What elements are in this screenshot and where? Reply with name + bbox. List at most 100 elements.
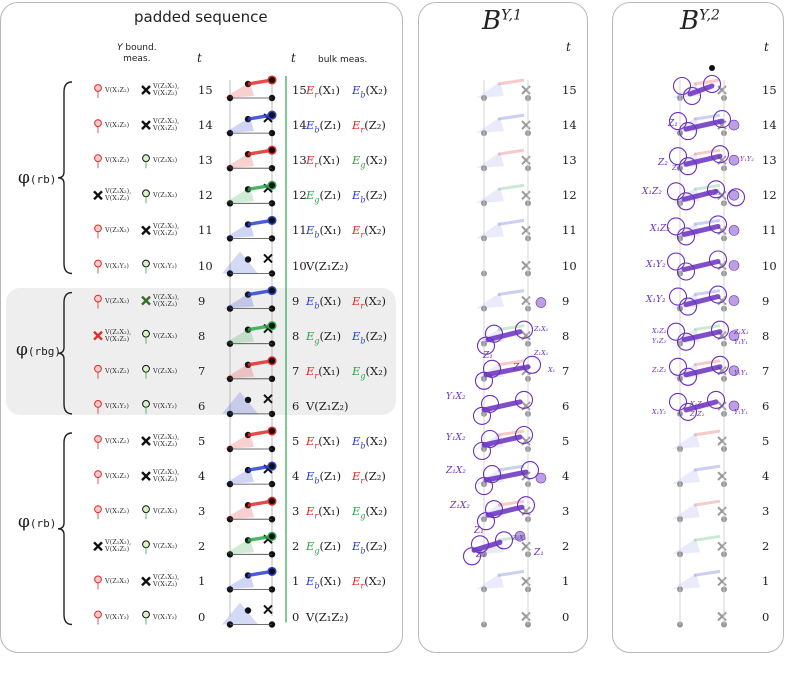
- b2-faded-plaq-5: [672, 433, 700, 449]
- b1-faded-bar-11: [497, 218, 525, 226]
- t-header-right: t: [291, 51, 296, 65]
- b1-faded-plaq-11: [476, 222, 504, 239]
- b1-purple-label-7: Z₁X₂: [446, 466, 466, 477]
- b2-purple-circle-a-7: [676, 332, 696, 351]
- b1-faded-bar-13: [497, 148, 525, 156]
- brace-rbg: [57, 291, 73, 415]
- b2-time-label-5: 5: [762, 434, 770, 448]
- meas-label-left-6: V(X₁Y₂): [105, 401, 129, 410]
- b2-purple-label-9: Y₁Y₂: [740, 155, 754, 164]
- b2-purple-dot-5: [728, 260, 740, 271]
- plaquette-15: [224, 82, 254, 98]
- meas-dot-right-2: [142, 540, 150, 549]
- b1-purple-circle-b-5: [516, 496, 536, 515]
- b1-faded-bar-3: [497, 499, 525, 507]
- b1-purple-label-2: Zᵣ: [513, 362, 523, 373]
- b1-cross-13: [521, 155, 531, 165]
- b1-time-label-6: 6: [562, 398, 570, 413]
- time-label-left-7: 7: [198, 363, 206, 378]
- b1-purple-bar-5: [485, 504, 525, 518]
- v-plaquette-0: [222, 602, 258, 625]
- b2-purple-circle-b-2: [710, 145, 730, 164]
- b2-purple-bar-8: [683, 364, 723, 378]
- meas-dot-left-1: [94, 575, 102, 584]
- b1-time-label-7: 7: [562, 363, 570, 378]
- plaquette-3: [224, 503, 254, 520]
- bulk-meas-2-13: Eg(X₂): [352, 153, 388, 170]
- b2-time-label-4: 4: [762, 469, 770, 484]
- time-label-left-0: 0: [198, 609, 206, 624]
- bulk-meas-1-4: Eb(Z₁): [306, 469, 342, 486]
- bulk-dot-15: [267, 75, 277, 85]
- b1-faded-bar-14: [497, 113, 525, 121]
- b2-purple-dot-6: [728, 295, 740, 306]
- b2-faded-bar-2: [693, 534, 721, 542]
- meas-label-right-10: V(X₁Y₂): [153, 261, 177, 270]
- b2-purple-circle-c-3: [666, 182, 686, 201]
- b2-time-label-6: 6: [762, 398, 770, 413]
- b1-faded-plaq-9: [476, 292, 504, 309]
- b1-purple-label-1: Z₁: [483, 350, 493, 361]
- b1-time-label-1: 1: [562, 574, 570, 589]
- meas-label-right-14: V(Z₁X₂), V(X₁Z₂): [153, 117, 180, 133]
- b1-faded-bar-8: [497, 324, 525, 332]
- b1-cross-0: [521, 611, 531, 622]
- b2-purple-circle-b-8: [710, 355, 730, 374]
- meas-label-right-13: V(Z₁X₂): [153, 156, 178, 165]
- b2-purple-circle-a-5: [676, 262, 696, 281]
- bulk-dot-14: [267, 110, 277, 120]
- meas-dot-left-6: [94, 400, 102, 408]
- time-label-right-9: 9: [292, 293, 300, 308]
- b2-purple-label-11: Z₁Z₂: [652, 365, 667, 374]
- time-label-left-9: 9: [198, 293, 206, 308]
- meas-label-right-5: V(Z₁X₂), V(X₁Z₂): [153, 433, 180, 448]
- meas-cross-right-14: [141, 120, 151, 130]
- b2-purple-circle-c-5: [666, 252, 686, 271]
- bulk-dot-4: [267, 461, 277, 471]
- b1-purple-label-10: Z₁: [476, 550, 486, 561]
- b2-time-label-12: 12: [762, 188, 777, 203]
- b2-purple-label-1: Z₂: [658, 158, 668, 169]
- meas-cross-right-1: [141, 576, 151, 587]
- bulk-meas-1-12: Eg(Z₁): [306, 188, 342, 205]
- bulk-meas-1-11: Eb(X₁): [306, 223, 342, 240]
- bulk-dot-1: [267, 566, 277, 576]
- time-label-right-3: 3: [292, 504, 300, 519]
- meas-label-left-9: V(Z₁X₂): [105, 296, 130, 305]
- b2-time-label-1: 1: [762, 574, 770, 589]
- meas-dot-right-12: [142, 189, 150, 198]
- meas-label-left-0: V(X₁Y₂): [105, 612, 129, 621]
- time-label-left-8: 8: [198, 328, 206, 343]
- meas-label-left-11: V(Z₁X₂): [105, 226, 130, 235]
- meas-label-right-1: V(Z₁X₂), V(X₁Z₂): [153, 573, 180, 589]
- meas-label-right-2: V(Z₁X₂): [153, 542, 178, 551]
- b1-time-label-0: 0: [562, 609, 570, 624]
- meas-label-left-12: V(Z₁X₂), V(X₁Z₂): [105, 187, 132, 203]
- b1-purple-circle-b-1: [522, 355, 542, 374]
- b2-purple-bar-9: [683, 399, 719, 413]
- b2-purple-bar-4: [681, 223, 721, 237]
- time-label-left-6: 6: [198, 398, 206, 413]
- b2-purple-label-5: X₁Z₂: [650, 224, 670, 235]
- b1-faded-plaq-1: [476, 573, 504, 590]
- b2-purple-bar-1: [683, 118, 725, 132]
- b1-purple-circle-b-6: [494, 531, 514, 550]
- plaquette-4: [224, 468, 254, 485]
- b2-purple-circle-c-9: [668, 392, 688, 411]
- phi-label-rbg: φ(rbg): [16, 340, 62, 360]
- t-header-b1: t: [566, 40, 571, 54]
- bulk-meas-1-5: Er(X₁): [306, 434, 341, 451]
- b2-faded-bar-13: [693, 148, 721, 156]
- b1-time-label-5: 5: [562, 434, 570, 448]
- meas-label-left-10: V(X₁Y₂): [105, 261, 129, 270]
- time-label-left-15: 15: [198, 83, 213, 97]
- bulk-meas-1-9: Eb(X₁): [306, 293, 342, 310]
- b2-purple-label-8: X₁Z₂: [652, 326, 667, 335]
- b2-purple-circle-b-3: [706, 180, 726, 199]
- meas-label-right-9: V(Z₁X₂), V(X₁Z₂): [153, 292, 180, 308]
- b1-purple-label-0: Z₁X₁: [534, 324, 549, 333]
- b2-purple-circle-c-2: [668, 147, 688, 166]
- time-label-left-2: 2: [198, 539, 206, 554]
- b2-faded-plaq-4: [672, 468, 700, 485]
- b1-purple-label-5: Y₁X₂: [446, 391, 466, 402]
